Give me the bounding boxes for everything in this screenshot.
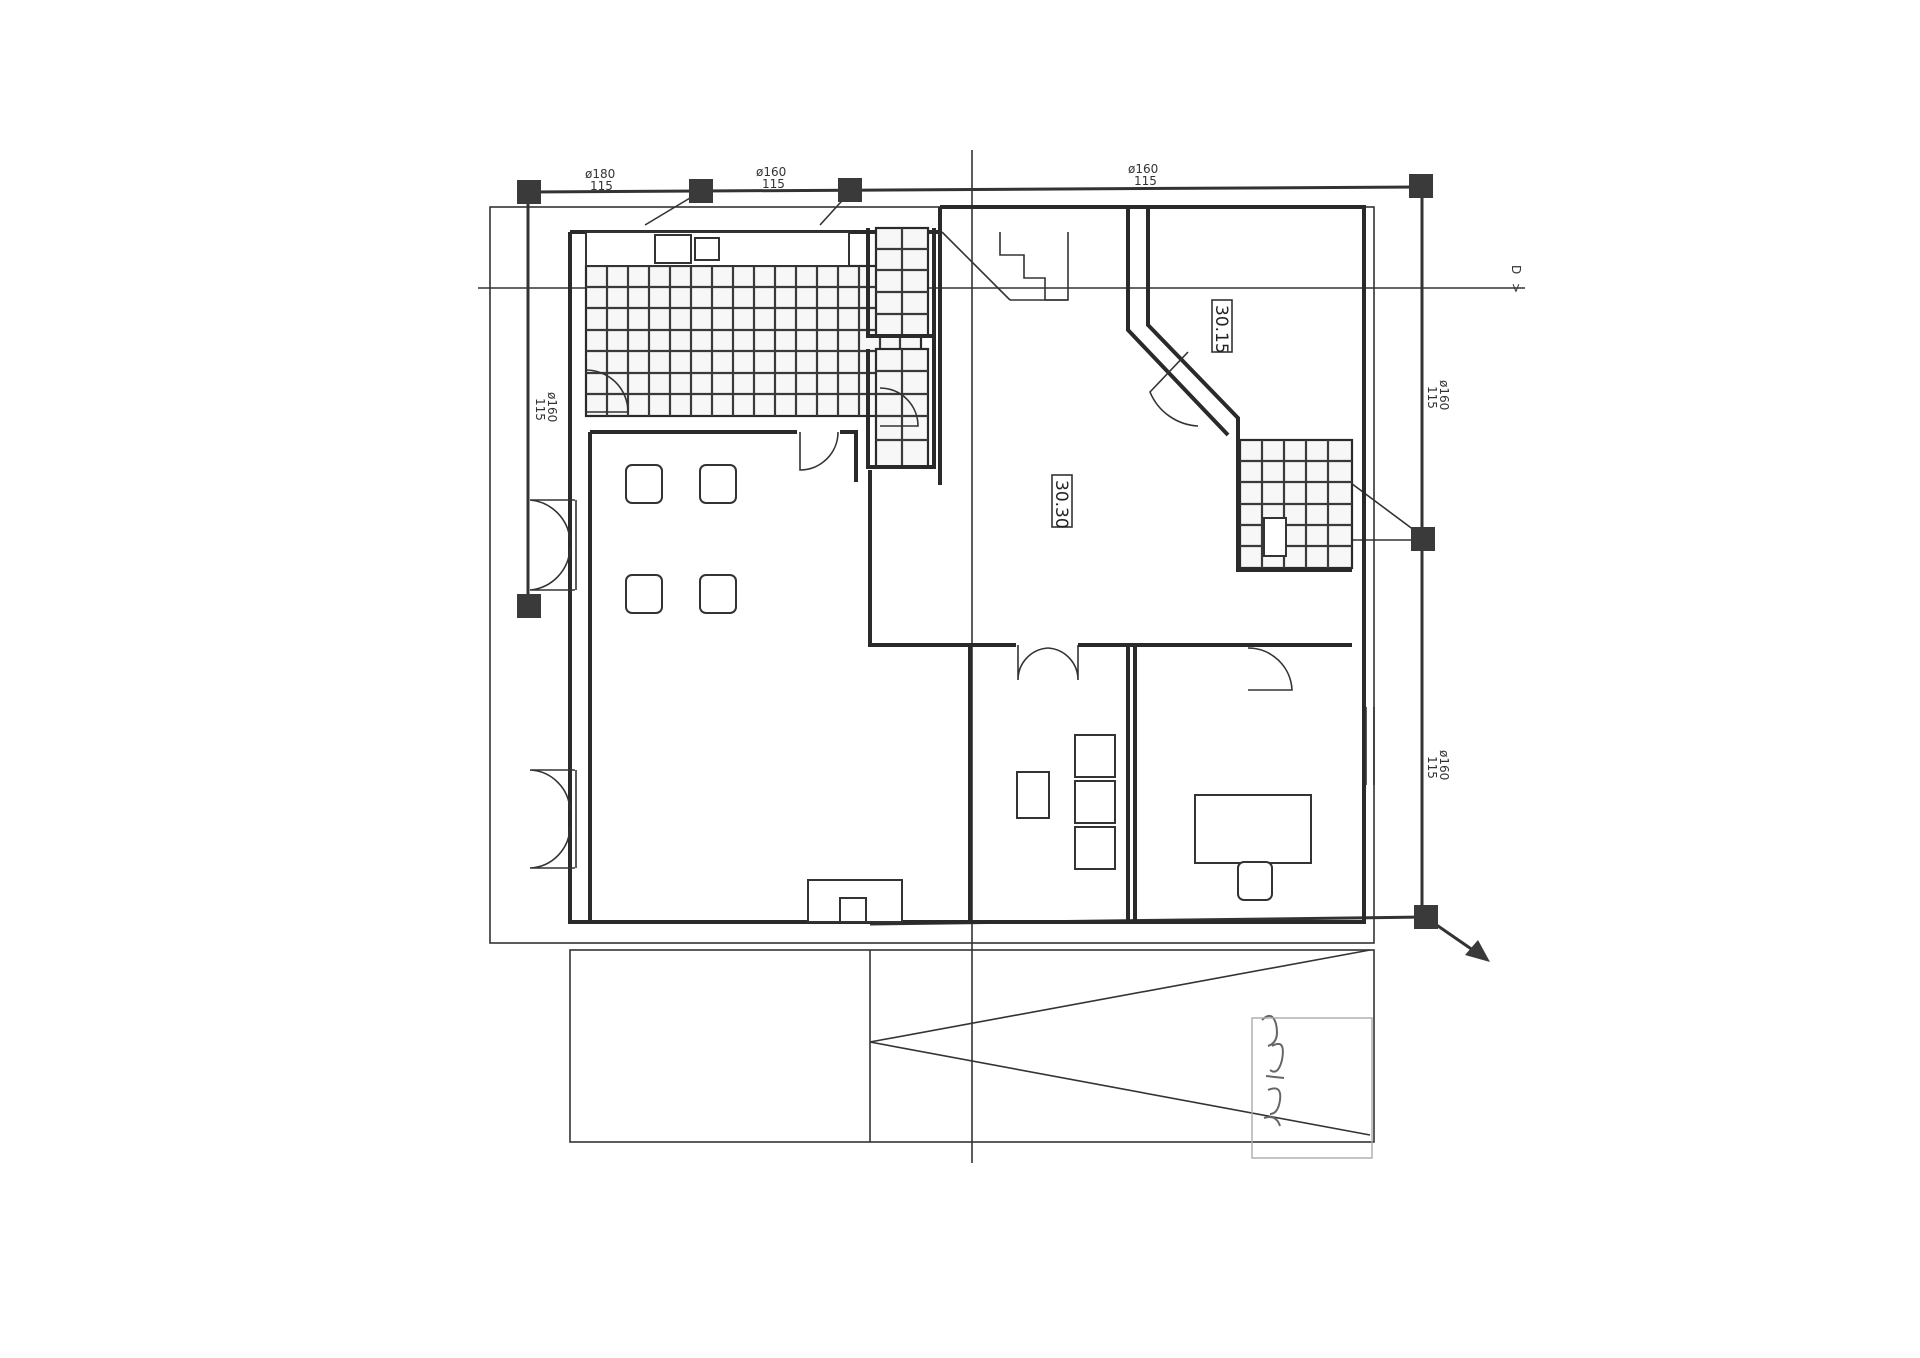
chair xyxy=(625,464,663,504)
svg-text:ø160: ø160 xyxy=(1128,162,1158,176)
hall-wall xyxy=(1146,207,1352,572)
door[interactable] xyxy=(1047,645,1079,681)
room-label: 30.15 xyxy=(1211,299,1233,354)
building-outline xyxy=(489,206,1375,944)
manhole xyxy=(517,180,541,204)
wc-tiles xyxy=(874,226,930,469)
svg-text:30.15: 30.15 xyxy=(1211,305,1231,354)
svg-text:ø160: ø160 xyxy=(545,392,559,422)
manhole xyxy=(689,179,713,203)
kitchen-tiles xyxy=(584,264,923,418)
hall-inner-wall xyxy=(868,470,1016,647)
door[interactable] xyxy=(879,387,919,427)
svg-text:115: 115 xyxy=(1425,386,1439,409)
pipe-label: ø160 115 xyxy=(1425,750,1451,780)
stamp-outline xyxy=(1251,1017,1373,1159)
svg-text:ø160: ø160 xyxy=(1437,750,1451,780)
drain-pipe-top xyxy=(527,185,1423,194)
pipe-label: ø180 115 xyxy=(585,167,615,193)
manhole xyxy=(1409,174,1433,198)
side-table xyxy=(1016,771,1050,819)
living-room-wall xyxy=(840,430,858,482)
door[interactable] xyxy=(1247,647,1293,691)
svg-text:30.30: 30.30 xyxy=(1051,480,1071,529)
svg-text:ø180: ø180 xyxy=(585,167,615,181)
room-label: 30.30 xyxy=(1051,474,1073,529)
entrance-door[interactable] xyxy=(529,499,575,591)
chair xyxy=(699,464,737,504)
hall-wall xyxy=(1126,207,1230,437)
entrance-door[interactable] xyxy=(529,769,575,869)
seat xyxy=(1074,826,1116,870)
door[interactable] xyxy=(1149,351,1199,427)
svg-text:115: 115 xyxy=(1425,756,1439,779)
door[interactable] xyxy=(799,431,839,471)
svg-text:115: 115 xyxy=(1134,174,1157,188)
manhole xyxy=(1411,527,1435,551)
ramp-triangle xyxy=(869,949,1371,1136)
section-marker: D xyxy=(1509,265,1523,274)
bathroom-toilet xyxy=(1263,517,1287,557)
svg-text:115: 115 xyxy=(533,398,547,421)
chair xyxy=(699,574,737,614)
yard-outline xyxy=(569,949,1375,1143)
exterior-wall xyxy=(568,205,1366,924)
desk xyxy=(1194,794,1312,864)
manhole xyxy=(838,178,862,202)
staircase xyxy=(941,231,1069,301)
drain-outflow-arrowhead xyxy=(1465,940,1490,962)
pipe-label: ø160 115 xyxy=(1128,162,1158,188)
manhole xyxy=(517,594,541,618)
door[interactable] xyxy=(585,369,629,413)
office-chair xyxy=(1237,861,1273,901)
svg-text:ø160: ø160 xyxy=(756,165,786,179)
fireplace-inner xyxy=(839,897,867,923)
pipe-label: ø160 115 xyxy=(1425,380,1451,410)
signature xyxy=(1261,1014,1285,1127)
bathroom-tiles xyxy=(1238,438,1354,570)
seat xyxy=(1074,780,1116,824)
svg-text:115: 115 xyxy=(762,177,785,191)
pipe-label: ø160 115 xyxy=(533,392,559,422)
seat xyxy=(1074,734,1116,778)
wc-wall xyxy=(866,228,936,469)
pipe-label: ø160 115 xyxy=(756,165,786,191)
chair xyxy=(625,574,663,614)
kitchen-sink-basin xyxy=(694,237,720,261)
svg-text:115: 115 xyxy=(590,179,613,193)
manhole xyxy=(1414,905,1438,929)
svg-text:ø160: ø160 xyxy=(1437,380,1451,410)
kitchen-sink xyxy=(654,234,692,264)
section-arrow: > xyxy=(1509,283,1523,293)
door[interactable] xyxy=(1017,645,1049,681)
